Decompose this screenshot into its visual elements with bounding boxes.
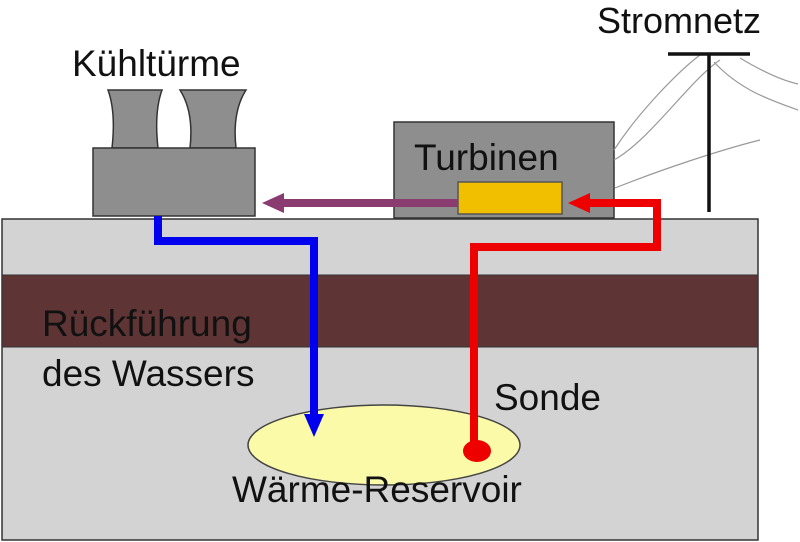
cooling-tower-right [178, 89, 248, 149]
cooling-tower-base [92, 147, 256, 217]
hot-water-line [463, 193, 661, 462]
power-pylon [668, 52, 750, 212]
turbine [457, 181, 563, 215]
power-lines [613, 54, 799, 189]
probe-label: Sonde [494, 377, 601, 418]
water-return-label-line1: Rückführung [42, 303, 252, 344]
steam-return-arrow [262, 193, 458, 213]
probe-tip [463, 440, 491, 462]
turbines-label: Turbinen [414, 137, 559, 178]
ground [1, 218, 759, 541]
water-return-label-line2: des Wassers [42, 353, 254, 394]
water-return-line [154, 216, 324, 437]
power-grid-label: Stromnetz [597, 0, 761, 41]
cooling-towers [92, 89, 256, 217]
heat-reservoir-label: Wärme-Reservoir [232, 469, 522, 510]
rock-layer [1, 274, 759, 348]
cooling-towers-label: Kühltürme [72, 43, 241, 84]
cooling-tower-left [106, 89, 164, 149]
